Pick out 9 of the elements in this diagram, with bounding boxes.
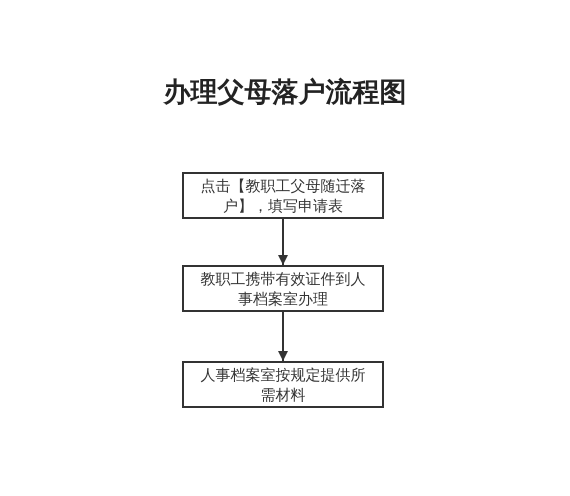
- arrow: [278, 312, 288, 361]
- process-box: [182, 361, 384, 408]
- arrow: [278, 219, 288, 265]
- box-text: 人事档案室按规定提供所需材料: [200, 364, 366, 404]
- process-box: [182, 265, 384, 312]
- title: 办理父母落户流程图: [164, 76, 406, 110]
- box-text: 点击【教职工父母随迁落户】，填写申请表: [200, 176, 366, 216]
- process-box: [182, 172, 384, 219]
- box-text: 教职工携带有效证件到人事档案室办理: [200, 268, 366, 308]
